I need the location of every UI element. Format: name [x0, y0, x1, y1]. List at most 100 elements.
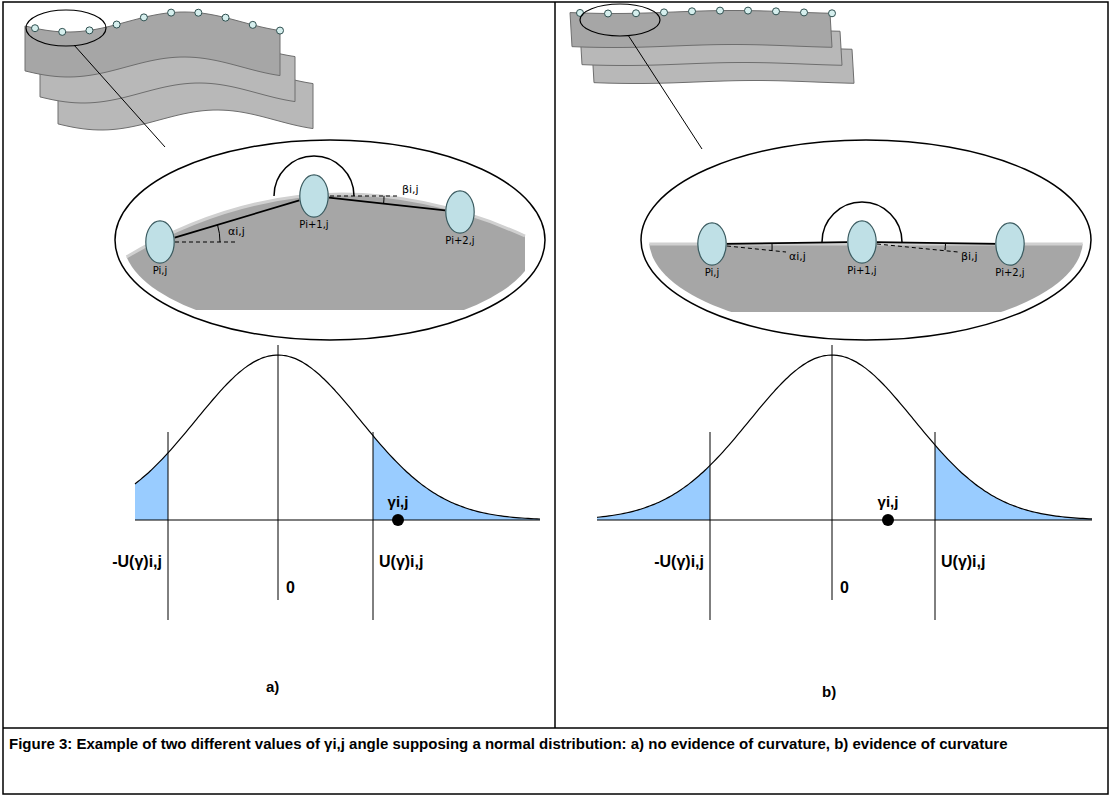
sample-point: [633, 10, 640, 17]
zoom-marker: [26, 10, 106, 46]
point-label: Pi+2,j: [445, 235, 474, 247]
point-ellipse: [299, 174, 329, 218]
sample-point: [195, 9, 202, 16]
panel-divider: [554, 2, 556, 728]
threshold-line: [935, 432, 936, 620]
reference-dash: [877, 244, 958, 252]
surface-strip: [25, 12, 280, 77]
point-ellipse-shape: [300, 175, 328, 217]
sample-point: [222, 14, 229, 21]
point-ellipse-shape: [446, 191, 474, 233]
point-ellipse: [847, 220, 877, 264]
point-node: Pi,j: [697, 222, 727, 266]
point-ellipse-shape: [996, 223, 1024, 265]
sample-point: [168, 9, 175, 16]
sample-point: [773, 8, 780, 15]
threshold-label: U(γ)i,j: [379, 552, 423, 571]
sample-point: [577, 9, 584, 16]
gamma-dot: [392, 514, 404, 526]
angle-label: βi,j: [961, 250, 978, 263]
point-label: Pi,j: [705, 267, 720, 279]
point-ellipse-shape: [698, 223, 726, 265]
point-node: Pi+2,j: [445, 190, 475, 234]
panel-illustration: [25, 9, 545, 620]
sample-point: [745, 7, 752, 14]
figure-caption: Figure 3: Example of two different value…: [9, 733, 1102, 754]
point-label: Pi+1,j: [299, 219, 328, 231]
sample-point: [717, 7, 724, 14]
y-axis: [278, 345, 279, 600]
point-node: Pi,j: [145, 220, 175, 264]
angle-arc: [383, 196, 384, 204]
caption-divider: [3, 727, 1108, 729]
sample-point: [829, 10, 836, 17]
tail-region: [135, 453, 168, 520]
angle-arc: [218, 225, 221, 242]
point-ellipse-shape: [146, 221, 174, 263]
point-ellipse-shape: [848, 221, 876, 263]
x-axis: [597, 519, 1092, 520]
threshold-label: -U(γ)i,j: [112, 552, 162, 571]
sample-point: [249, 21, 256, 28]
point-label: Pi,j: [153, 265, 168, 277]
sample-point: [605, 10, 612, 17]
angle-label: αi,j: [789, 250, 806, 263]
surface-strip: [570, 11, 832, 48]
segment-line: [175, 200, 300, 237]
threshold-line: [373, 432, 374, 620]
y-axis: [832, 345, 833, 600]
panel-label: a): [266, 678, 279, 696]
sample-point: [59, 28, 66, 35]
x-axis: [135, 519, 540, 520]
sample-point: [661, 9, 668, 16]
gamma-dot: [882, 514, 894, 526]
reference-dash: [727, 246, 786, 252]
panel-illustration: [570, 4, 1095, 620]
sample-point: [140, 14, 147, 21]
reference-dash: [175, 242, 236, 243]
point-ellipse: [445, 190, 475, 234]
zoom-leader: [74, 45, 165, 147]
tail-region: [935, 445, 1092, 520]
reference-dash: [330, 196, 398, 197]
threshold-label: -U(γ)i,j: [654, 552, 704, 571]
threshold-line: [710, 432, 711, 620]
sample-point: [801, 9, 808, 16]
sample-point: [86, 27, 93, 34]
gamma-label: γi,j: [878, 493, 899, 511]
zoom-leader: [628, 35, 702, 149]
threshold-line: [168, 432, 169, 620]
tail-region: [597, 465, 710, 520]
segment-line: [877, 242, 995, 244]
sample-point: [689, 8, 696, 15]
gamma-label: γi,j: [388, 493, 409, 511]
angle-label: αi,j: [228, 225, 245, 238]
segment-line: [727, 242, 847, 244]
point-label: Pi+2,j: [995, 267, 1024, 279]
sample-point: [32, 25, 39, 32]
panel-label: b): [822, 683, 836, 701]
zoom-marker: [580, 4, 660, 36]
angle-arc: [772, 244, 773, 250]
outer-frame: [3, 2, 1108, 794]
point-ellipse: [995, 222, 1025, 266]
point-ellipse: [145, 220, 175, 264]
zoom-ellipse: [115, 140, 545, 340]
point-label: Pi+1,j: [847, 265, 876, 277]
axis-label: 0: [286, 578, 295, 597]
angle-label: βi,j: [402, 183, 419, 196]
threshold-label: U(γ)i,j: [941, 552, 985, 571]
angle-arc: [945, 243, 947, 250]
sample-point: [113, 21, 120, 28]
axis-label: 0: [840, 578, 849, 597]
tail-region: [373, 436, 540, 520]
point-ellipse: [697, 222, 727, 266]
normal-curve: [135, 355, 540, 519]
segment-line: [329, 198, 445, 211]
point-node: Pi+1,j: [299, 174, 329, 218]
point-node: Pi+1,j: [847, 220, 877, 264]
